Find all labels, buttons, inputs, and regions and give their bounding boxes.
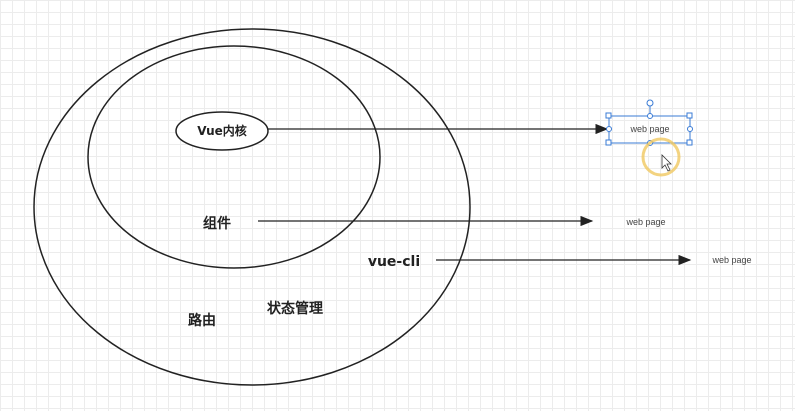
connection-point[interactable]	[687, 126, 693, 132]
state-label: 状态管理	[267, 300, 323, 317]
core-ellipse[interactable]	[175, 111, 269, 151]
rotate-handle[interactable]	[646, 99, 654, 107]
inner-ellipse-components[interactable]	[87, 45, 381, 269]
resize-handle[interactable]	[686, 112, 693, 119]
resize-handle[interactable]	[605, 139, 612, 146]
outer-ellipse-vue-cli[interactable]	[33, 28, 471, 386]
resize-handle[interactable]	[686, 139, 693, 146]
connection-point[interactable]	[647, 113, 653, 119]
core-label: Vue内核	[197, 123, 247, 138]
connection-point[interactable]	[606, 126, 612, 132]
selected-web-page-box[interactable]	[605, 99, 693, 146]
resize-handle[interactable]	[605, 112, 612, 119]
component-label: 组件	[203, 215, 231, 232]
cli-label: vue-cli	[368, 254, 420, 270]
cursor-highlight-ring	[641, 137, 681, 177]
web-page-label-2[interactable]: web page	[625, 217, 665, 227]
web-page-label-1[interactable]: web page	[629, 124, 669, 134]
web-page-label-3[interactable]: web page	[711, 255, 751, 265]
router-label: 路由	[188, 312, 216, 329]
mouse-cursor-icon	[661, 154, 672, 172]
